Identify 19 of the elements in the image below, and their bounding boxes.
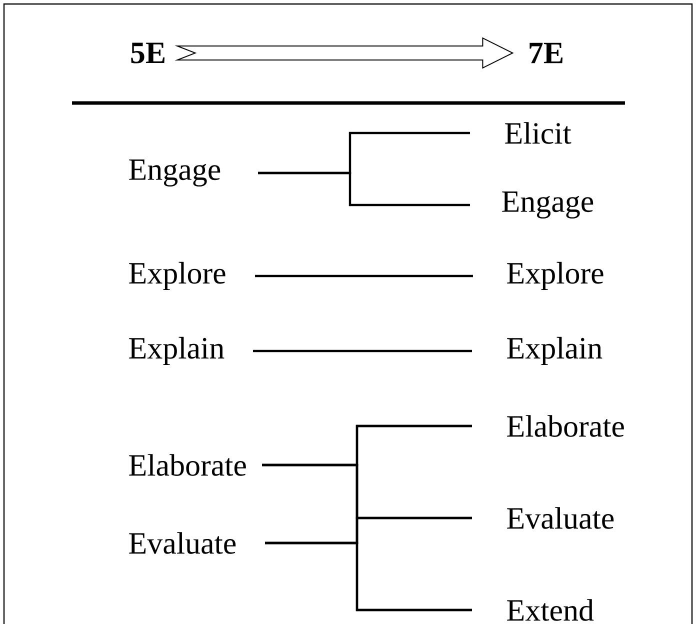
phase-label: Elicit — [505, 122, 572, 144]
connector-line — [253, 350, 472, 352]
block-arrow — [174, 37, 514, 69]
phase-label: Explain — [129, 336, 224, 366]
phase-label: Evaluate — [129, 532, 236, 554]
phase-label: Elaborate — [129, 454, 246, 476]
phase-label: Explore — [507, 262, 604, 290]
heading-label: 7E — [530, 42, 562, 64]
phase-label: Explore — [129, 262, 226, 290]
connector-line — [255, 274, 473, 278]
phase-label: Engage — [502, 192, 594, 218]
phase-label: Engage — [129, 160, 220, 186]
phase-label: Elaborate — [507, 415, 624, 437]
phase-label: Extend — [507, 599, 594, 621]
connector-line — [258, 172, 470, 206]
heading-label: 5E — [131, 42, 164, 64]
phase-label: Explain — [507, 336, 602, 366]
phase-label: Evaluate — [507, 507, 614, 529]
connector-line — [265, 542, 472, 612]
